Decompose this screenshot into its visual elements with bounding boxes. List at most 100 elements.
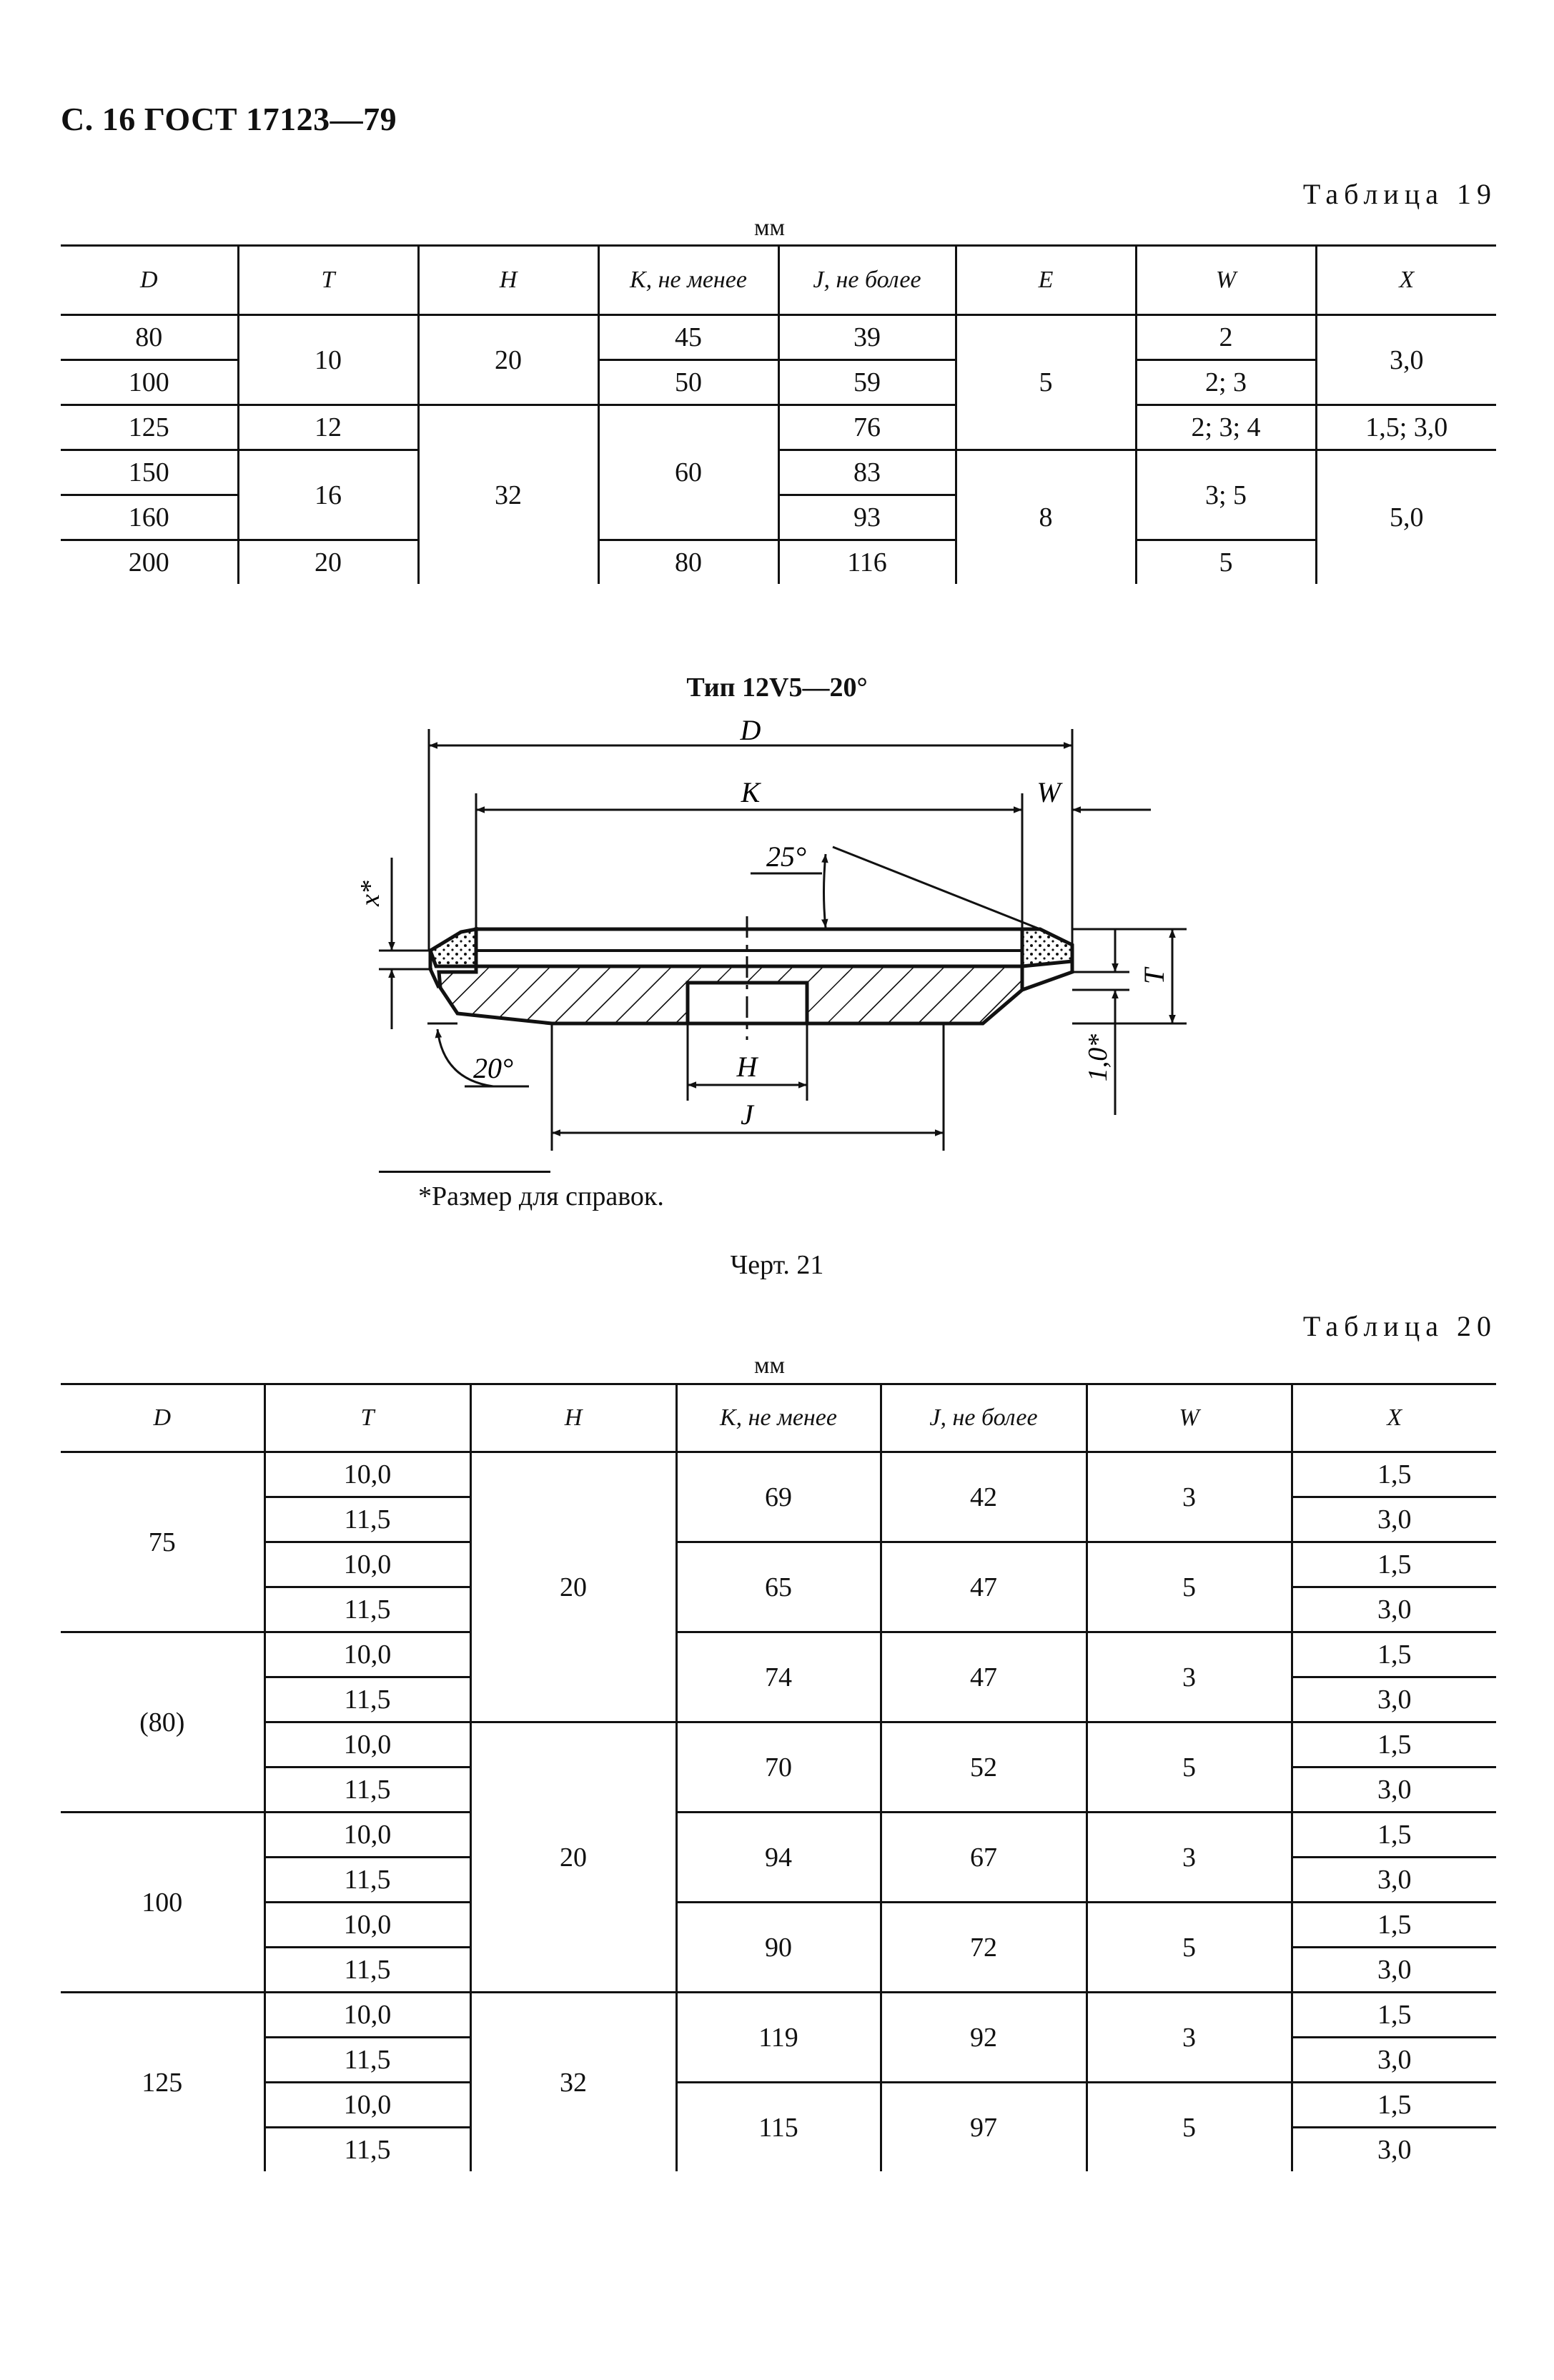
wheel-rim [474, 927, 1024, 968]
label-j: J [741, 1099, 755, 1131]
col-header-x: X [1315, 244, 1496, 316]
abrasive-layer-left [427, 926, 478, 968]
cell-x: 1,5 [1290, 1632, 1496, 1678]
footnote-rule [379, 1171, 550, 1173]
cell-w: 5 [1085, 1722, 1292, 1813]
cell-w: 3; 5 [1134, 450, 1316, 541]
cell-h: 20 [417, 314, 598, 406]
cell-t: 16 [237, 450, 418, 541]
table-row: 160 93 [61, 495, 1496, 541]
cell-x: 1,5 [1290, 1992, 1496, 2038]
table-row: 125 10,0 32 119 92 3 1,5 [61, 1992, 1496, 2171]
cell-x: 3,0 [1290, 2037, 1496, 2083]
label-angle-25: 25° [766, 841, 806, 873]
cell-x: 5,0 [1315, 450, 1496, 584]
table-row: 11,5 3,0 [61, 1947, 1496, 1993]
cell-h: 20 [469, 1722, 676, 1993]
cell-t: 11,5 [263, 1497, 470, 1543]
col-header-h: H [469, 1383, 676, 1453]
cell-k: 115 [675, 2082, 881, 2171]
cell-t: 20 [237, 540, 418, 584]
cell-j: 83 [777, 450, 956, 496]
cell-e: 5 [954, 314, 1136, 451]
cell-w: 3 [1085, 1632, 1292, 1723]
cell-t: 11,5 [263, 2037, 470, 2083]
cell-d: 150 [61, 450, 238, 496]
cell-h: 20 [469, 1452, 676, 1723]
cell-d: 80 [61, 314, 238, 361]
label-1-0: 1,0* [1083, 1034, 1113, 1082]
cell-j: 97 [879, 2082, 1087, 2171]
label-t: T [1138, 966, 1170, 984]
col-header-x: X [1290, 1383, 1496, 1453]
cell-t: 10,0 [263, 2082, 470, 2128]
cell-t: 11,5 [263, 1767, 470, 1813]
cell-k: 65 [675, 1542, 881, 1633]
cell-w: 2; 3 [1134, 360, 1316, 406]
cell-k: 45 [597, 314, 778, 361]
cell-j: 76 [777, 405, 956, 451]
cell-j: 39 [777, 314, 956, 361]
cell-w: 3 [1085, 1812, 1292, 1903]
col-header-k: K, не менее [597, 244, 778, 316]
cell-d: 125 [61, 405, 238, 451]
cell-x: 1,5 [1290, 1452, 1496, 1498]
col-header-w: W [1085, 1383, 1292, 1453]
table-row: 11,5 3,0 [61, 2127, 1496, 2171]
cell-t: 10,0 [263, 1812, 470, 1858]
cell-k: 94 [675, 1812, 881, 1903]
cell-w: 2; 3; 4 [1134, 405, 1316, 451]
col-header-e: E [954, 244, 1136, 316]
cell-j: 42 [879, 1452, 1087, 1543]
col-header-t: T [237, 244, 418, 316]
cell-h: 32 [417, 405, 598, 584]
cell-x: 1,5 [1290, 1722, 1496, 1768]
wheel-cross-section-drawing: D K W 25° x* T 1,0* 20° H J [355, 714, 1187, 1151]
cell-t: 10,0 [263, 1542, 470, 1588]
table-row: 100 50 59 2; 3 [61, 360, 1496, 406]
cell-t: 10,0 [263, 1632, 470, 1678]
cell-x: 1,5 [1290, 1812, 1496, 1858]
label-x: x* [355, 881, 385, 907]
cell-x: 1,5 [1290, 2082, 1496, 2128]
table-row: (80) 10,0 74 47 3 1,5 [61, 1632, 1496, 1813]
cell-h: 32 [469, 1992, 676, 2171]
cell-t: 10,0 [263, 1992, 470, 2038]
table-row: 10,0 90 72 5 1,5 [61, 1902, 1496, 1993]
cell-j: 93 [777, 495, 956, 541]
cell-j: 52 [879, 1722, 1087, 1813]
cell-w: 5 [1085, 1542, 1292, 1633]
cell-j: 47 [879, 1632, 1087, 1723]
table-row: 200 20 80 116 5 [61, 540, 1496, 584]
cell-w: 5 [1085, 1902, 1292, 1993]
table-20-unit: мм [754, 1352, 786, 1379]
cell-d: 200 [128, 547, 169, 577]
table-row: 11,5 3,0 [61, 2037, 1496, 2083]
label-d: D [740, 714, 761, 746]
cell-d: 160 [61, 495, 238, 541]
table-19-caption: Таблица 19 [1302, 178, 1497, 210]
cell-x: 3,0 [1290, 1857, 1496, 1903]
table-row: 100 10,0 94 67 3 1,5 [61, 1812, 1496, 1993]
drawing-caption: Черт. 21 [730, 1250, 824, 1280]
cell-t: 10,0 [263, 1902, 470, 1948]
cell-j: 116 [777, 540, 956, 584]
col-header-d: D [61, 244, 238, 316]
page-header: С. 16 ГОСТ 17123—79 [61, 101, 397, 137]
cell-k: 90 [675, 1902, 881, 1993]
cell-t: 12 [237, 405, 418, 451]
cell-x: 3,0 [1290, 1497, 1496, 1543]
cell-w: 3 [1085, 1992, 1292, 2083]
label-h: H [736, 1051, 759, 1083]
cell-w: 5 [1085, 2082, 1292, 2171]
abrasive-layer-right [1020, 927, 1074, 968]
cell-x: 3,0 [1290, 1947, 1496, 1993]
table-row: 80 10 20 45 39 5 2 3,0 [61, 314, 1496, 451]
col-header-h: H [417, 244, 598, 316]
table-row: 75 10,0 20 69 42 3 1,5 [61, 1452, 1496, 1723]
table-20: D T H K, не менее J, не более W X 75 10,… [61, 1383, 1496, 2171]
cell-j: 92 [879, 1992, 1087, 2083]
cell-j: 59 [777, 360, 956, 406]
cell-t: 11,5 [263, 1587, 470, 1633]
cell-k: 50 [597, 360, 778, 406]
